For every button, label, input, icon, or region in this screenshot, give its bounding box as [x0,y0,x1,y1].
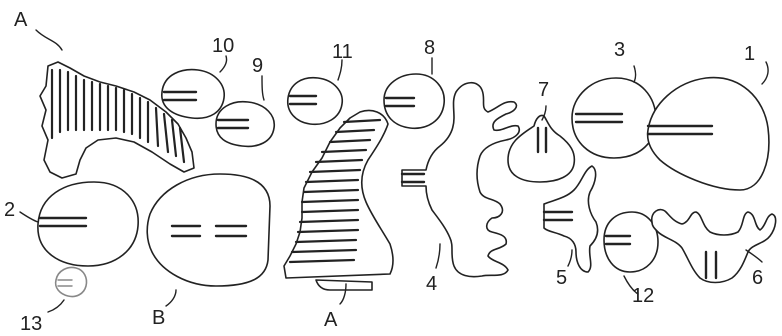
label-7: 7 [538,79,549,101]
leader-4 [435,243,441,269]
label-9: 9 [252,55,263,77]
part-12 [603,211,659,273]
label-6: 6 [752,267,763,289]
leader-9 [261,75,265,101]
label-3: 3 [614,39,625,61]
label-a-center: A [324,309,338,331]
leader-7 [541,105,547,121]
leader-6 [745,249,763,263]
leader-1 [761,61,769,85]
label-8: 8 [424,37,435,59]
leader-b [165,289,177,307]
part-3 [571,77,657,159]
part-a-top-ribs [50,68,186,164]
label-a-top: A [14,9,28,31]
leader-13 [47,299,65,313]
label-2: 2 [4,199,15,221]
leader-12 [623,275,639,295]
part-2 [37,181,139,267]
part-9 [215,100,275,148]
part-6 [650,208,777,284]
label-12: 12 [632,285,654,307]
leader-2 [19,211,39,223]
label-11: 11 [332,41,353,63]
part-5 [542,165,599,273]
part-a-top [39,61,195,179]
part-7 [507,114,576,183]
label-1: 1 [744,43,755,65]
part-13 [54,266,88,298]
leader-a-center [339,283,347,305]
part-b [146,173,271,287]
part-11 [286,76,343,126]
leader-5 [567,249,573,267]
part-8 [383,73,445,129]
label-10: 10 [212,35,234,57]
part-a-center-ribs [288,118,382,264]
label-5: 5 [556,267,567,289]
part-10 [161,68,225,120]
leader-a-top [35,29,63,51]
part-1 [646,76,770,191]
part-a-center [283,109,394,291]
label-4: 4 [426,273,437,295]
label-13: 13 [20,313,42,335]
leader-11 [337,59,343,81]
part-4 [400,81,521,278]
leader-10 [219,55,228,73]
leader-3 [633,65,637,83]
label-b: B [152,307,165,329]
